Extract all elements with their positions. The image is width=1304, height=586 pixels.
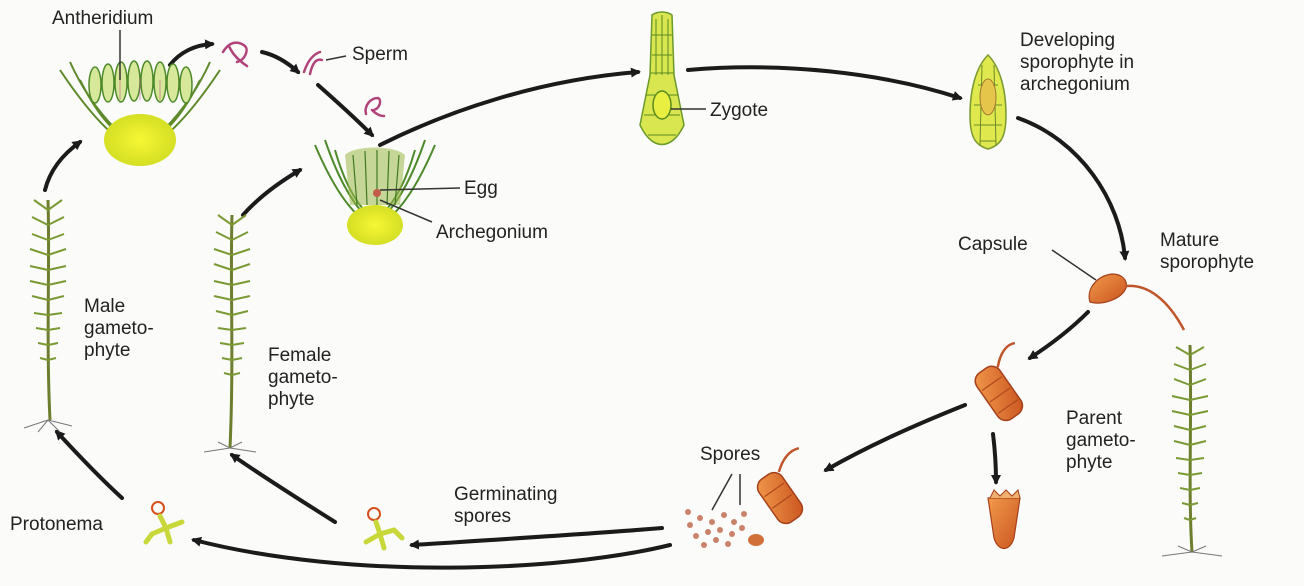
capsule-illustration	[1089, 274, 1184, 330]
female-line-2: gameto-	[268, 367, 338, 389]
male-line-3: phyte	[84, 340, 154, 362]
zygote-illustration	[640, 12, 706, 145]
parent-line-1: Parent	[1066, 408, 1136, 430]
spores-label: Spores	[700, 444, 760, 466]
protonema-label: Protonema	[10, 514, 103, 536]
arrow-zygote-to-developing	[688, 67, 960, 98]
mature-sporophyte-label: Mature sporophyte	[1160, 230, 1254, 274]
arrow-protonema-to-male	[57, 432, 122, 498]
zygote-label: Zygote	[710, 100, 768, 122]
arrow-male-to-antheridium	[45, 142, 80, 190]
female-line-3: phyte	[268, 389, 338, 411]
arrow-sperm-to-archegonium	[318, 85, 372, 135]
egg-label: Egg	[464, 178, 498, 200]
mature-line-2: sporophyte	[1160, 252, 1254, 274]
arrow-female-to-archegonium	[243, 170, 300, 215]
sperm-text: Sperm	[352, 44, 408, 66]
female-gametophyte-label: Female gameto- phyte	[268, 345, 338, 411]
arrow-spores-to-germinating	[412, 528, 662, 545]
parent-gametophyte-label: Parent gameto- phyte	[1066, 408, 1136, 474]
developing-line-1: Developing	[1020, 30, 1134, 52]
cycle-arrows	[45, 44, 1125, 568]
capsule-leader-line	[1052, 250, 1096, 280]
female-gametophyte-illustration	[204, 215, 256, 452]
antheridium-illustration	[60, 61, 220, 166]
developing-sporophyte-illustration	[970, 55, 1006, 149]
capsule-text: Capsule	[958, 234, 1028, 256]
germinating-line-1: Germinating	[454, 484, 558, 506]
capsule-lid-illustration	[988, 490, 1020, 549]
arrow-sperm-to-sperm	[262, 52, 298, 72]
protonema-illustration	[146, 502, 182, 542]
archegonium-illustration	[315, 140, 435, 245]
arrow-capsule-to-spores	[826, 405, 965, 470]
parent-line-2: gameto-	[1066, 430, 1136, 452]
male-line-1: Male	[84, 296, 154, 318]
male-gametophyte-label: Male gameto- phyte	[84, 296, 154, 362]
developing-sporophyte-label: Developing sporophyte in archegonium	[1020, 30, 1134, 96]
mature-line-1: Mature	[1160, 230, 1254, 252]
arrow-dehiscing-to-lid	[993, 434, 996, 482]
arrow-antheridium-to-sperm	[170, 44, 212, 65]
antheridium-label: Antheridium	[52, 8, 153, 30]
arrow-mature-to-dehiscing	[1030, 312, 1088, 358]
developing-line-3: archegonium	[1020, 74, 1134, 96]
archegonium-text: Archegonium	[436, 222, 548, 244]
capsule-label: Capsule	[958, 234, 1028, 256]
protonema-text: Protonema	[10, 514, 103, 536]
germinating-line-2: spores	[454, 506, 558, 528]
zygote-text: Zygote	[710, 100, 768, 122]
arrow-archegonium-to-zygote	[380, 72, 638, 145]
female-line-1: Female	[268, 345, 338, 367]
developing-line-2: sporophyte in	[1020, 52, 1134, 74]
parent-line-3: phyte	[1066, 452, 1136, 474]
spores-text: Spores	[700, 444, 760, 466]
germinating-spore-illustration	[366, 508, 402, 548]
germinating-spores-label: Germinating spores	[454, 484, 558, 528]
sperm-label: Sperm	[352, 44, 408, 66]
antheridium-text: Antheridium	[52, 8, 153, 30]
parent-gametophyte-illustration	[1162, 345, 1222, 556]
arrow-germinating-to-female	[232, 455, 335, 522]
arrow-developing-to-mature	[1018, 118, 1125, 258]
egg-text: Egg	[464, 178, 498, 200]
male-line-2: gameto-	[84, 318, 154, 340]
archegonium-label: Archegonium	[436, 222, 548, 244]
male-gametophyte-illustration	[24, 200, 72, 432]
